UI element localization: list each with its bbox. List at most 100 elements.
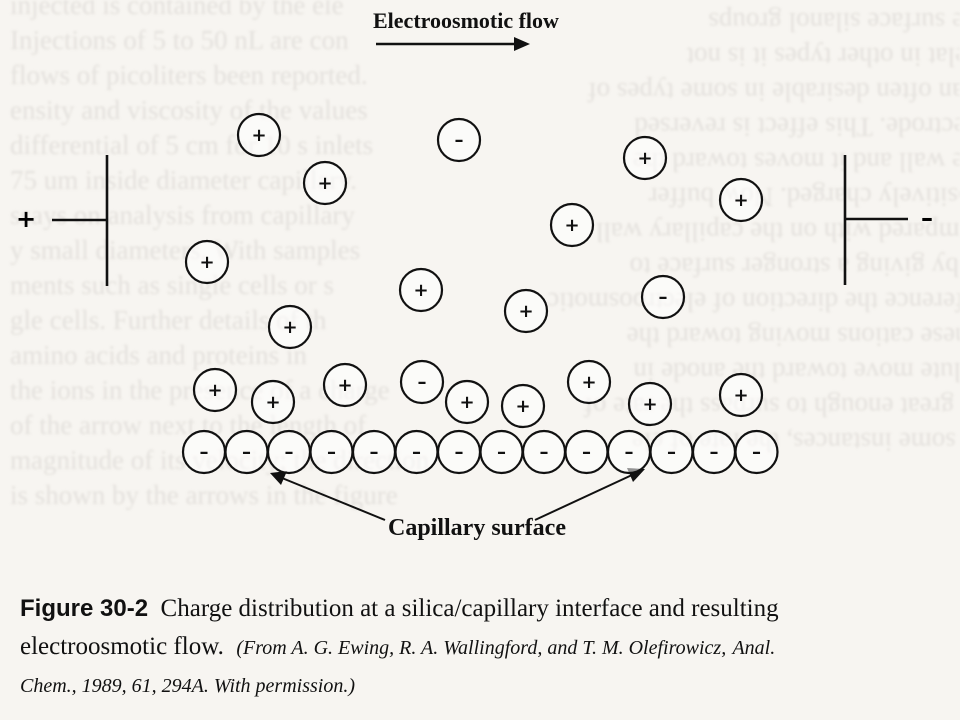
negative-ion: – (436, 117, 482, 163)
positive-ion-ring (549, 202, 595, 248)
bg-line: Injections of 5 to 50 nL are con (10, 25, 349, 55)
caption-line-2: electroosmotic flow. (From A. G. Ewing, … (20, 628, 950, 667)
pointer-head-left (270, 471, 287, 485)
figure-number: Figure 30-2 (20, 595, 149, 622)
surface-label: Capillary surface (388, 515, 566, 541)
bg-line: ssays on analysis from capillary (10, 200, 355, 230)
bg-line: is shown by the arrows in the figure (10, 480, 398, 510)
caption-line-1: Figure 30-2 Charge distribution at a sil… (20, 590, 950, 628)
surface-negative-ion: – (691, 429, 737, 475)
caption-line-3: Chem., 1989, 61, 294A. With permission.) (20, 667, 950, 705)
pointer-line-left (281, 477, 386, 521)
positive-ion-ring (192, 367, 238, 413)
positive-ion-ring (398, 267, 444, 313)
positive-ion: + (500, 383, 546, 429)
surface-negative-ion: – (351, 429, 397, 475)
surface-pointers (270, 468, 645, 521)
surface-negative-ion-ring (734, 429, 779, 475)
caption-text-2: electroosmotic flow. (20, 633, 224, 660)
negative-ion-ring (399, 359, 445, 405)
positive-ion-ring (184, 239, 230, 285)
surface-negative-ion-sign: – (625, 442, 634, 463)
caption-source-journal: Anal. (732, 637, 776, 659)
positive-ion: + (503, 288, 549, 334)
positive-ion: + (184, 239, 230, 285)
positive-ion-sign: + (733, 385, 748, 406)
positive-ion-ring (302, 160, 348, 206)
positive-ion-sign: + (282, 317, 297, 338)
surface-negative-ion-sign: – (497, 442, 506, 463)
surface-negative-ion: – (309, 429, 354, 475)
positive-ion-ring (250, 379, 296, 425)
positive-ion-sign: + (515, 396, 530, 417)
surface-negative-ion-sign: – (710, 442, 719, 463)
positive-ion-sign: + (251, 125, 266, 146)
surface-negative-ion: – (436, 429, 482, 475)
positive-ion-sign: + (265, 392, 280, 413)
capillary-surface-layer: –––––––––––––– (181, 429, 779, 475)
positive-ion: + (236, 112, 282, 158)
caption-source-rest: 61, 294A. With permission.) (131, 675, 356, 697)
positive-ion-ring (718, 372, 764, 418)
positive-ion: + (267, 304, 313, 350)
flow-arrow-head (514, 37, 530, 51)
positive-ion: + (322, 362, 368, 408)
surface-negative-ion: – (394, 429, 439, 475)
positive-ion: + (398, 267, 444, 313)
negative-ion: – (399, 359, 445, 405)
positive-ion: + (250, 379, 296, 425)
negative-ion: – (640, 274, 686, 320)
surface-negative-ion-sign: – (327, 442, 336, 463)
flow-arrow (376, 37, 530, 51)
positive-ion-ring (627, 381, 673, 427)
cathode-sign: – (921, 204, 933, 232)
caption-text: Charge distribution at a silica/capillar… (160, 595, 779, 622)
positive-ion: + (192, 367, 238, 413)
surface-negative-ion: – (649, 429, 694, 475)
surface-negative-ion: – (181, 429, 227, 475)
positive-ion-ring (622, 135, 668, 181)
bg-line: ensity and viscosity of the values (10, 95, 368, 125)
positive-ion: + (622, 135, 668, 181)
bg-line: 75 um inside diameter capillary. (10, 165, 357, 195)
positive-ion-sign: + (413, 280, 428, 301)
positive-ion-sign: + (581, 372, 596, 393)
surface-negative-ion-sign: – (582, 442, 591, 463)
surface-negative-ion-sign: – (540, 442, 549, 463)
bg-line: injected is contained by the ele (10, 0, 344, 20)
surface-negative-ion-sign: – (412, 442, 421, 463)
negative-ion-sign: – (659, 287, 668, 308)
flow-label: Electroosmotic flow (373, 8, 559, 33)
positive-ion-sign: + (317, 173, 332, 194)
positive-ion: + (627, 381, 673, 427)
surface-negative-ion: – (606, 429, 652, 475)
positive-ion-sign: + (207, 380, 222, 401)
positive-ion-sign: + (518, 301, 533, 322)
positive-ion-ring (718, 177, 764, 223)
positive-ion: + (718, 177, 764, 223)
positive-ion-ring (500, 383, 546, 429)
positive-ion-sign: + (637, 148, 652, 169)
surface-negative-ion-sign: – (752, 442, 761, 463)
figure-caption: Figure 30-2 Charge distribution at a sil… (20, 590, 950, 705)
surface-negative-ion-sign: – (455, 442, 464, 463)
negative-ion-sign: – (455, 130, 464, 151)
positive-ion-sign: + (459, 392, 474, 413)
surface-negative-ion: – (479, 429, 524, 475)
bg-line: of the arrow next to the length of (10, 410, 367, 440)
positive-ion-sign: + (199, 252, 214, 273)
surface-negative-ion-sign: – (242, 442, 251, 463)
surface-negative-ion: – (564, 429, 609, 475)
anode-sign: + (16, 205, 36, 233)
positive-ion-sign: + (564, 215, 579, 236)
positive-ion: + (302, 160, 348, 206)
positive-ion: + (444, 379, 490, 425)
pointer-line-right (534, 474, 633, 521)
solution-ions: +–++++++–+++++–+++++ (184, 112, 764, 429)
surface-negative-ion: – (224, 429, 269, 475)
positive-ion-ring (503, 288, 549, 334)
caption-source-journal-b: Chem., (20, 675, 77, 697)
positive-ion-ring (566, 359, 612, 405)
surface-negative-ion-sign: – (285, 442, 294, 463)
